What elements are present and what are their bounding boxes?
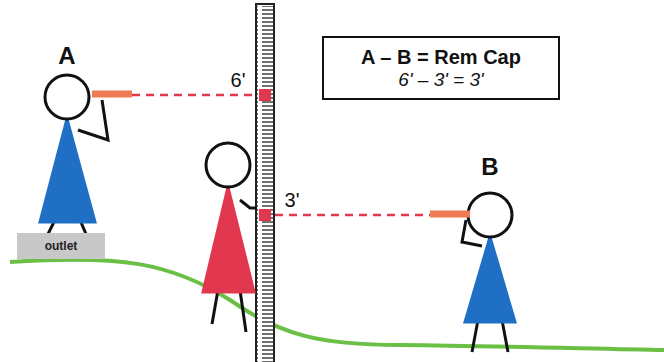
- ground-line: [10, 260, 664, 350]
- rod-reading-mark: [259, 209, 271, 221]
- rod-reading-mark: [259, 89, 271, 101]
- person-label: A: [58, 42, 75, 70]
- surveyor-figure: [40, 75, 132, 234]
- node-heading: A – B = Rem Cap: [361, 46, 521, 69]
- node-heading: outlet: [45, 239, 78, 253]
- sight-line: [132, 94, 258, 97]
- outlet-box: outlet: [17, 233, 105, 259]
- person-label: B: [481, 153, 498, 181]
- rod-reading: 6': [231, 69, 246, 92]
- formula-box: A – B = Rem Cap6' – 3' = 3': [322, 36, 560, 100]
- rod-holder-figure: [203, 143, 257, 332]
- leveling-rod: [256, 4, 274, 362]
- sight-line: [275, 214, 430, 217]
- rod-reading: 3': [285, 189, 300, 212]
- node-body: 6' – 3' = 3': [398, 69, 483, 91]
- surveyor-figure: [430, 193, 515, 352]
